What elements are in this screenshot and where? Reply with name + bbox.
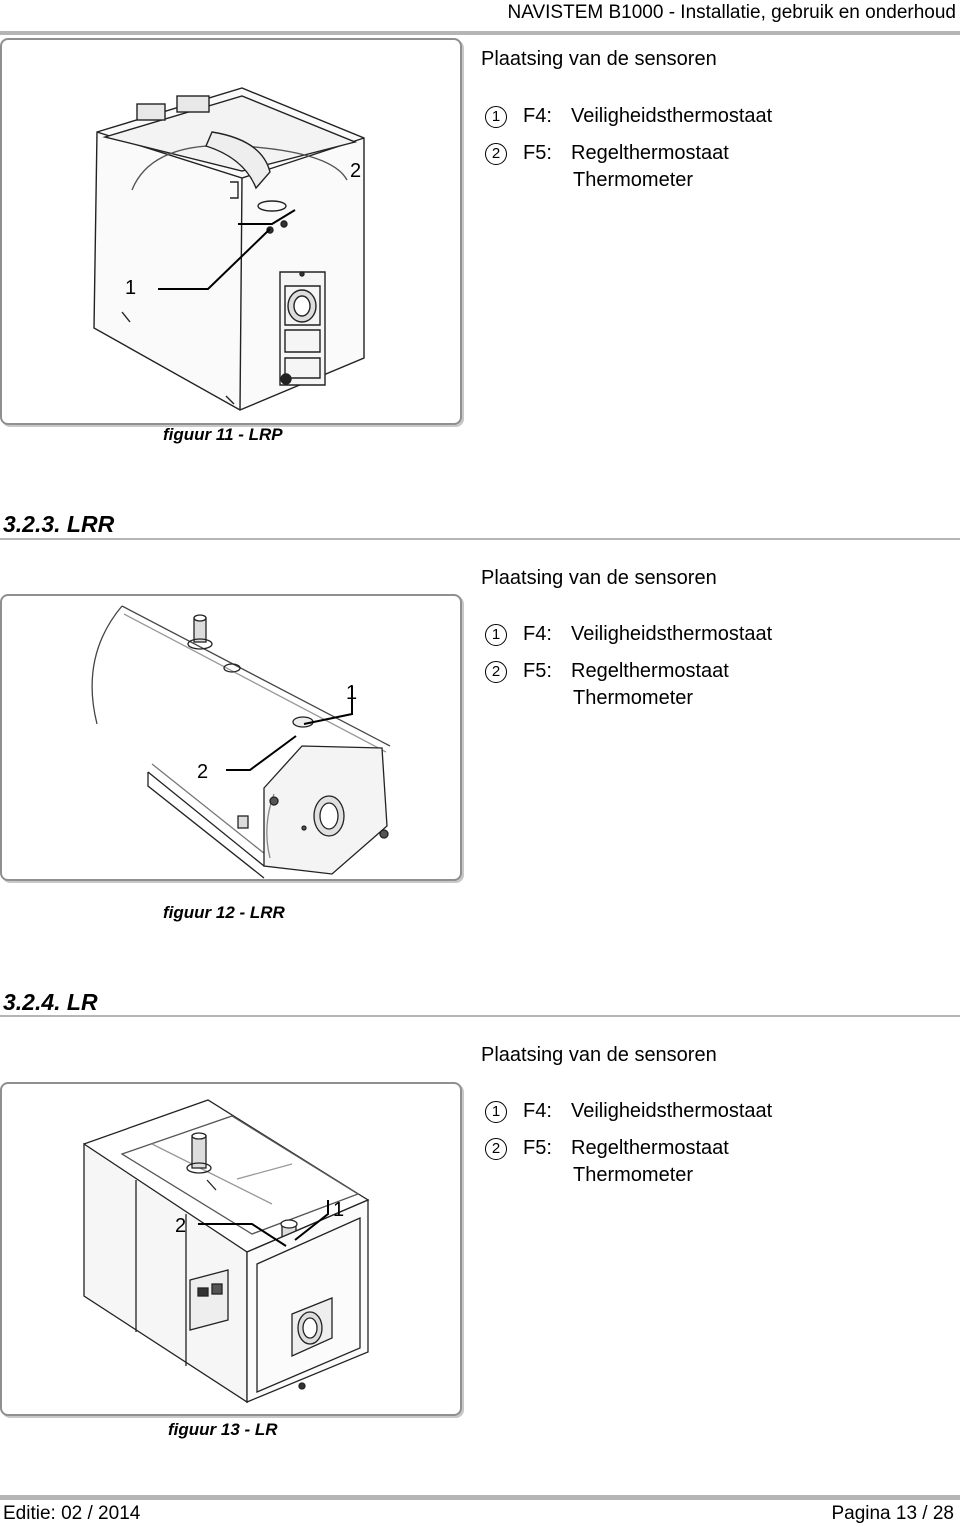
figure-11-frame: 2 1 (0, 38, 462, 425)
figure-12-legend-title: Plaatsing van de sensoren (481, 567, 717, 589)
figure-12-callout-1: 1 (346, 682, 358, 704)
legend-code: F5: (523, 1137, 552, 1159)
legend-text: Regelthermostaat (571, 660, 729, 682)
legend-text: Regelthermostaat (571, 1137, 729, 1159)
figure-13-callout-1: 1 (333, 1199, 345, 1221)
figure-11-legend-item-1: 1 F4: Veiligheidsthermostaat (485, 105, 772, 128)
legend-number-1: 1 (485, 1101, 507, 1123)
figure-11-legend-item-2: 2 F5: Regelthermostaat (485, 142, 729, 165)
footer-rule (0, 1495, 960, 1500)
figure-12-callout-2: 2 (197, 761, 209, 783)
figure-13-legend-item-1: 1 F4: Veiligheidsthermostaat (485, 1100, 772, 1123)
boiler-lrr-drawing (91, 605, 391, 879)
boiler-lrp-drawing (93, 87, 365, 411)
legend-text: Veiligheidsthermostaat (571, 105, 773, 127)
figure-11-legend-item-2-line-2: Thermometer (573, 169, 694, 191)
figure-11-callout-1: 1 (125, 277, 137, 299)
figure-13-legend-item-2: 2 F5: Regelthermostaat (485, 1137, 729, 1160)
legend-code: F5: (523, 142, 552, 164)
legend-code: F4: (523, 1100, 552, 1122)
legend-text: Veiligheidsthermostaat (571, 623, 773, 645)
legend-number-2: 2 (485, 143, 507, 165)
legend-code: F4: (523, 105, 552, 127)
figure-12-legend-item-2-line-2: Thermometer (573, 687, 694, 709)
legend-number-1: 1 (485, 106, 507, 128)
legend-code: F4: (523, 623, 552, 645)
figure-13-caption: figuur 13 - LR (168, 1420, 278, 1439)
section-3-2-3-rule (0, 538, 960, 540)
boiler-lr-drawing (83, 1099, 370, 1404)
header-rule (0, 31, 960, 35)
figure-11-callout-2: 2 (350, 160, 362, 182)
legend-number-1: 1 (485, 624, 507, 646)
figure-12-frame: 1 2 (0, 594, 462, 881)
legend-number-2: 2 (485, 1138, 507, 1160)
figure-13-legend-title: Plaatsing van de sensoren (481, 1044, 717, 1066)
figure-13-callout-2: 2 (175, 1215, 187, 1237)
section-3-2-4-rule (0, 1015, 960, 1017)
legend-number-2: 2 (485, 661, 507, 683)
figure-13-frame: 2 1 (0, 1082, 462, 1416)
footer-edition: Editie: 02 / 2014 (3, 1503, 141, 1524)
legend-text: Veiligheidsthermostaat (571, 1100, 773, 1122)
figure-12-caption: figuur 12 - LRR (163, 903, 285, 922)
section-3-2-3-title: 3.2.3. LRR (3, 511, 115, 537)
figure-12-legend-item-1: 1 F4: Veiligheidsthermostaat (485, 623, 772, 646)
figure-13-legend-item-2-line-2: Thermometer (573, 1164, 694, 1186)
footer-page-number: Pagina 13 / 28 (831, 1503, 954, 1524)
section-3-2-4-title: 3.2.4. LR (3, 989, 98, 1015)
figure-12-legend-item-2: 2 F5: Regelthermostaat (485, 660, 729, 683)
figure-11-legend-title: Plaatsing van de sensoren (481, 48, 717, 70)
legend-code: F5: (523, 660, 552, 682)
legend-text: Regelthermostaat (571, 142, 729, 164)
figure-11-caption: figuur 11 - LRP (163, 425, 283, 444)
document-header-title: NAVISTEM B1000 - Installatie, gebruik en… (507, 2, 956, 23)
